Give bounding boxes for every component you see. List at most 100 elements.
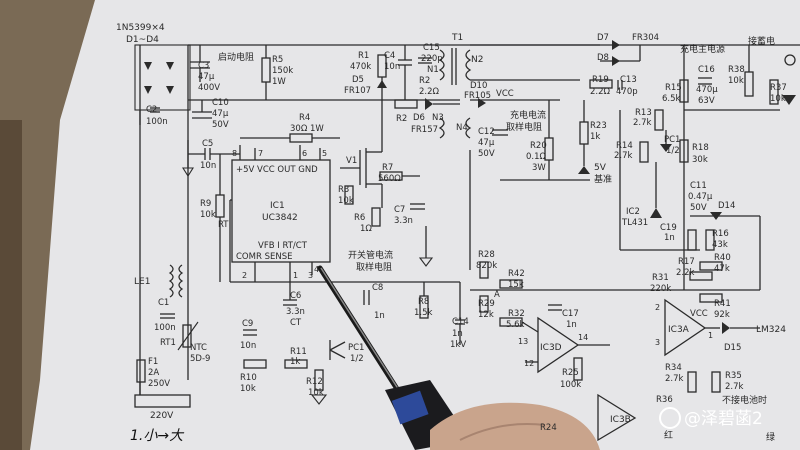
r29-label: R29 [478,299,495,309]
watermark-icon [659,407,681,429]
rt-label: RT [218,220,229,230]
r24-label: R24 [540,423,557,433]
r15-label: R15 [665,83,682,93]
pin3-label: 3 [308,271,313,280]
r5-label: R5 [272,55,283,65]
d5-value: FR107 [344,86,371,96]
c3-value2: 400V [198,83,220,93]
ic1-value: UC3842 [262,213,298,223]
r10-label: R10 [240,373,257,383]
r19-value: 2.2Ω [590,87,611,97]
c19-label: C19 [660,223,677,233]
r18-value: 30k [692,155,708,165]
c1-value: 100n [154,323,176,333]
switch-sense-line2: 取样电阻 [356,261,392,273]
c6-value2: CT [290,318,302,328]
r11-value: 1k [290,357,300,367]
r16-label: R16 [712,229,729,239]
ref-label: 基准 [594,173,612,185]
mains-label: 220V [150,411,174,421]
labels: 1N5399×4 D1~D4 C3 47μ 400V 启动电阻 R5 150k … [116,23,787,444]
pin3b-label: 3 [655,338,660,347]
n1-label: N1 [427,65,439,75]
c6-value1: 3.3n [286,307,305,317]
c12-label: C12 [478,127,495,137]
r8-value: 1.5k [414,308,433,318]
f1-value1: 2A [148,368,159,378]
handwritten-note: 1.小→大 [130,428,185,444]
r41-value: 92k [714,310,730,320]
r28-label: R28 [478,250,495,260]
hand [430,402,600,450]
ic3b-label: IC3B [610,415,631,425]
d7-label: D7 [597,33,609,43]
pin2-label: 2 [242,271,247,280]
pin-a-label: A [494,290,500,300]
charge-main-label: 充电主电源 [680,43,725,55]
r38-value: 10k [728,76,744,86]
ntc-value: 5D-9 [190,354,210,364]
r8-label: R8 [418,297,429,307]
ic1-pins-row2: COMR SENSE [236,252,292,262]
d15-label: D15 [724,343,741,353]
screwdriver [317,265,470,450]
r36-label: R36 [656,395,673,405]
transformer-t1 [438,44,600,139]
c6-label: C6 [290,291,301,301]
pc1b-value: 1/2 [350,354,364,364]
c5-label: C5 [202,139,213,149]
r42-label: R42 [508,269,525,279]
switch-sense-line1: 开关管电流 [348,249,393,261]
pin1b-label: 1 [708,331,713,340]
le1-label: LE1 [134,277,150,287]
pin1-label: 1 [293,271,298,280]
r5-value2: 1W [272,77,286,87]
charge-sense-line2: 取样电阻 [506,121,542,133]
r4-label: R4 [299,113,310,123]
red-led-label: 红 [664,429,673,441]
no-battery-label: 不接电池时 [722,394,767,406]
lm324-label: LM324 [756,325,786,335]
paper-sheet [30,0,800,450]
r19-label: R19 [592,75,609,85]
c10-label: C10 [212,98,229,108]
r41-label: R41 [714,299,731,309]
r18-label: R18 [692,143,709,153]
r28-value: 820k [476,261,497,271]
t1-label: T1 [451,33,463,43]
r2-value-top: 2.2Ω [419,87,440,97]
r12-label: R12 [306,377,323,387]
c16-label: C16 [698,65,715,75]
r40-label: R40 [714,253,731,263]
c7-value: 3.3n [394,216,413,226]
c2-value: 100n [146,117,168,127]
c14-value2: 1kV [450,340,466,350]
r17-label: R17 [678,257,695,267]
c3-value1: 47μ [198,72,215,82]
pin6-label: 6 [302,149,307,158]
r3-label: R3 [338,185,349,195]
r20-value1: 0.1Ω [526,152,547,162]
ref-5v: 5V [594,163,607,173]
r25-label: R25 [562,368,579,378]
ic1-top-pins: +5V VCC OUT GND [236,165,318,175]
battery-label: 接蓄电 [748,35,775,47]
fr304-label: FR304 [632,33,659,43]
r17-value: 2.2k [676,268,695,278]
r32-label: R32 [508,309,525,319]
r12-value: 10k [308,388,324,398]
r23-label: R23 [590,121,607,131]
r31-value: 220k [650,284,671,294]
r31-label: R31 [652,273,669,283]
r7-label: R7 [382,163,393,173]
n2-label: N2 [471,55,483,65]
v1-label: V1 [346,156,357,166]
feedback [470,109,761,303]
r16-value: 43k [712,240,728,250]
c13-label: C13 [620,75,637,85]
r14-value: 2.7k [614,151,633,161]
op-amps [455,261,760,442]
output-rectifier [589,40,800,90]
d10-label: D10 [470,81,487,91]
r2-label: R2 [396,114,407,124]
